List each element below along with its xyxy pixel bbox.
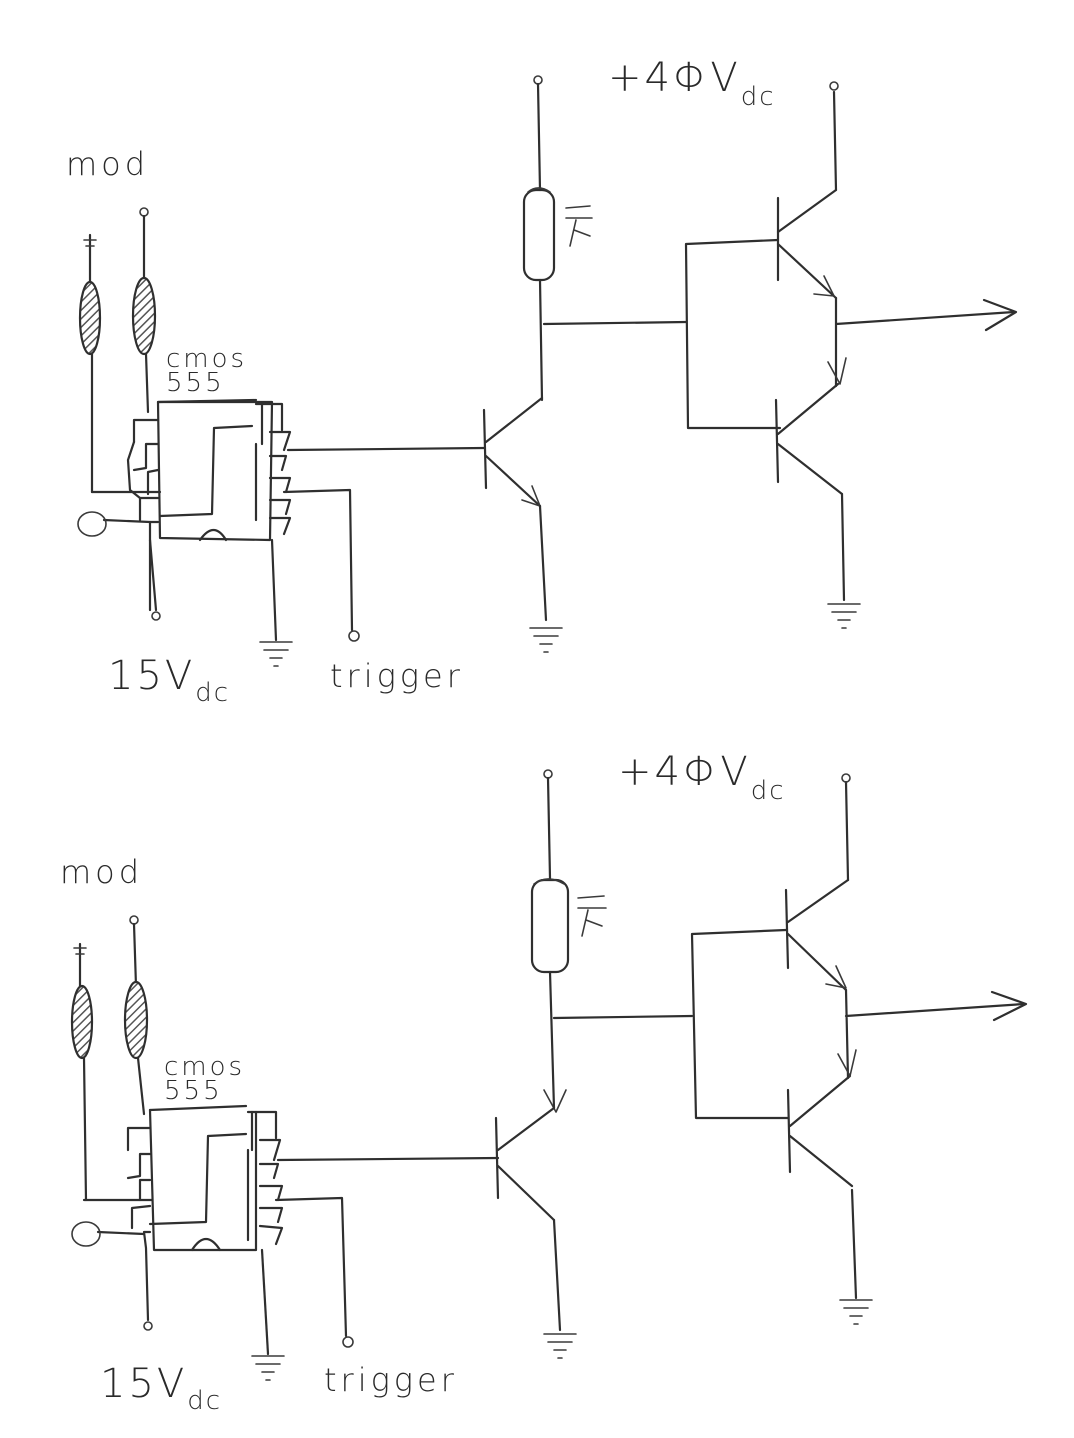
supply-high-subscript: dc: [740, 82, 776, 112]
chip-label-bottom: 555: [164, 1076, 223, 1106]
chip-label-bottom: 555: [166, 368, 225, 398]
supply-high-subscript: dc: [750, 776, 786, 806]
supply-low-label: 15Vdc: [100, 1361, 222, 1414]
supply-low-text: 15V: [100, 1361, 188, 1407]
chip-label-top: cmos: [166, 344, 248, 374]
supply-low-text: 15V: [108, 653, 196, 699]
supply-high-label: +4ΦVdc: [608, 55, 776, 110]
chip-label-top: cmos: [164, 1052, 246, 1082]
trigger-label: trigger: [324, 1361, 458, 1399]
supply-high-text: +4ΦV: [608, 55, 741, 101]
supply-low-subscript: dc: [195, 678, 231, 708]
trigger-label: trigger: [330, 657, 464, 695]
supply-low-label: 15Vdc: [108, 653, 230, 706]
mod-label: mod: [66, 145, 150, 183]
supply-high-label: +4ΦVdc: [618, 749, 786, 804]
supply-high-text: +4ΦV: [618, 749, 751, 795]
supply-low-subscript: dc: [187, 1386, 223, 1416]
mod-label: mod: [60, 853, 144, 891]
